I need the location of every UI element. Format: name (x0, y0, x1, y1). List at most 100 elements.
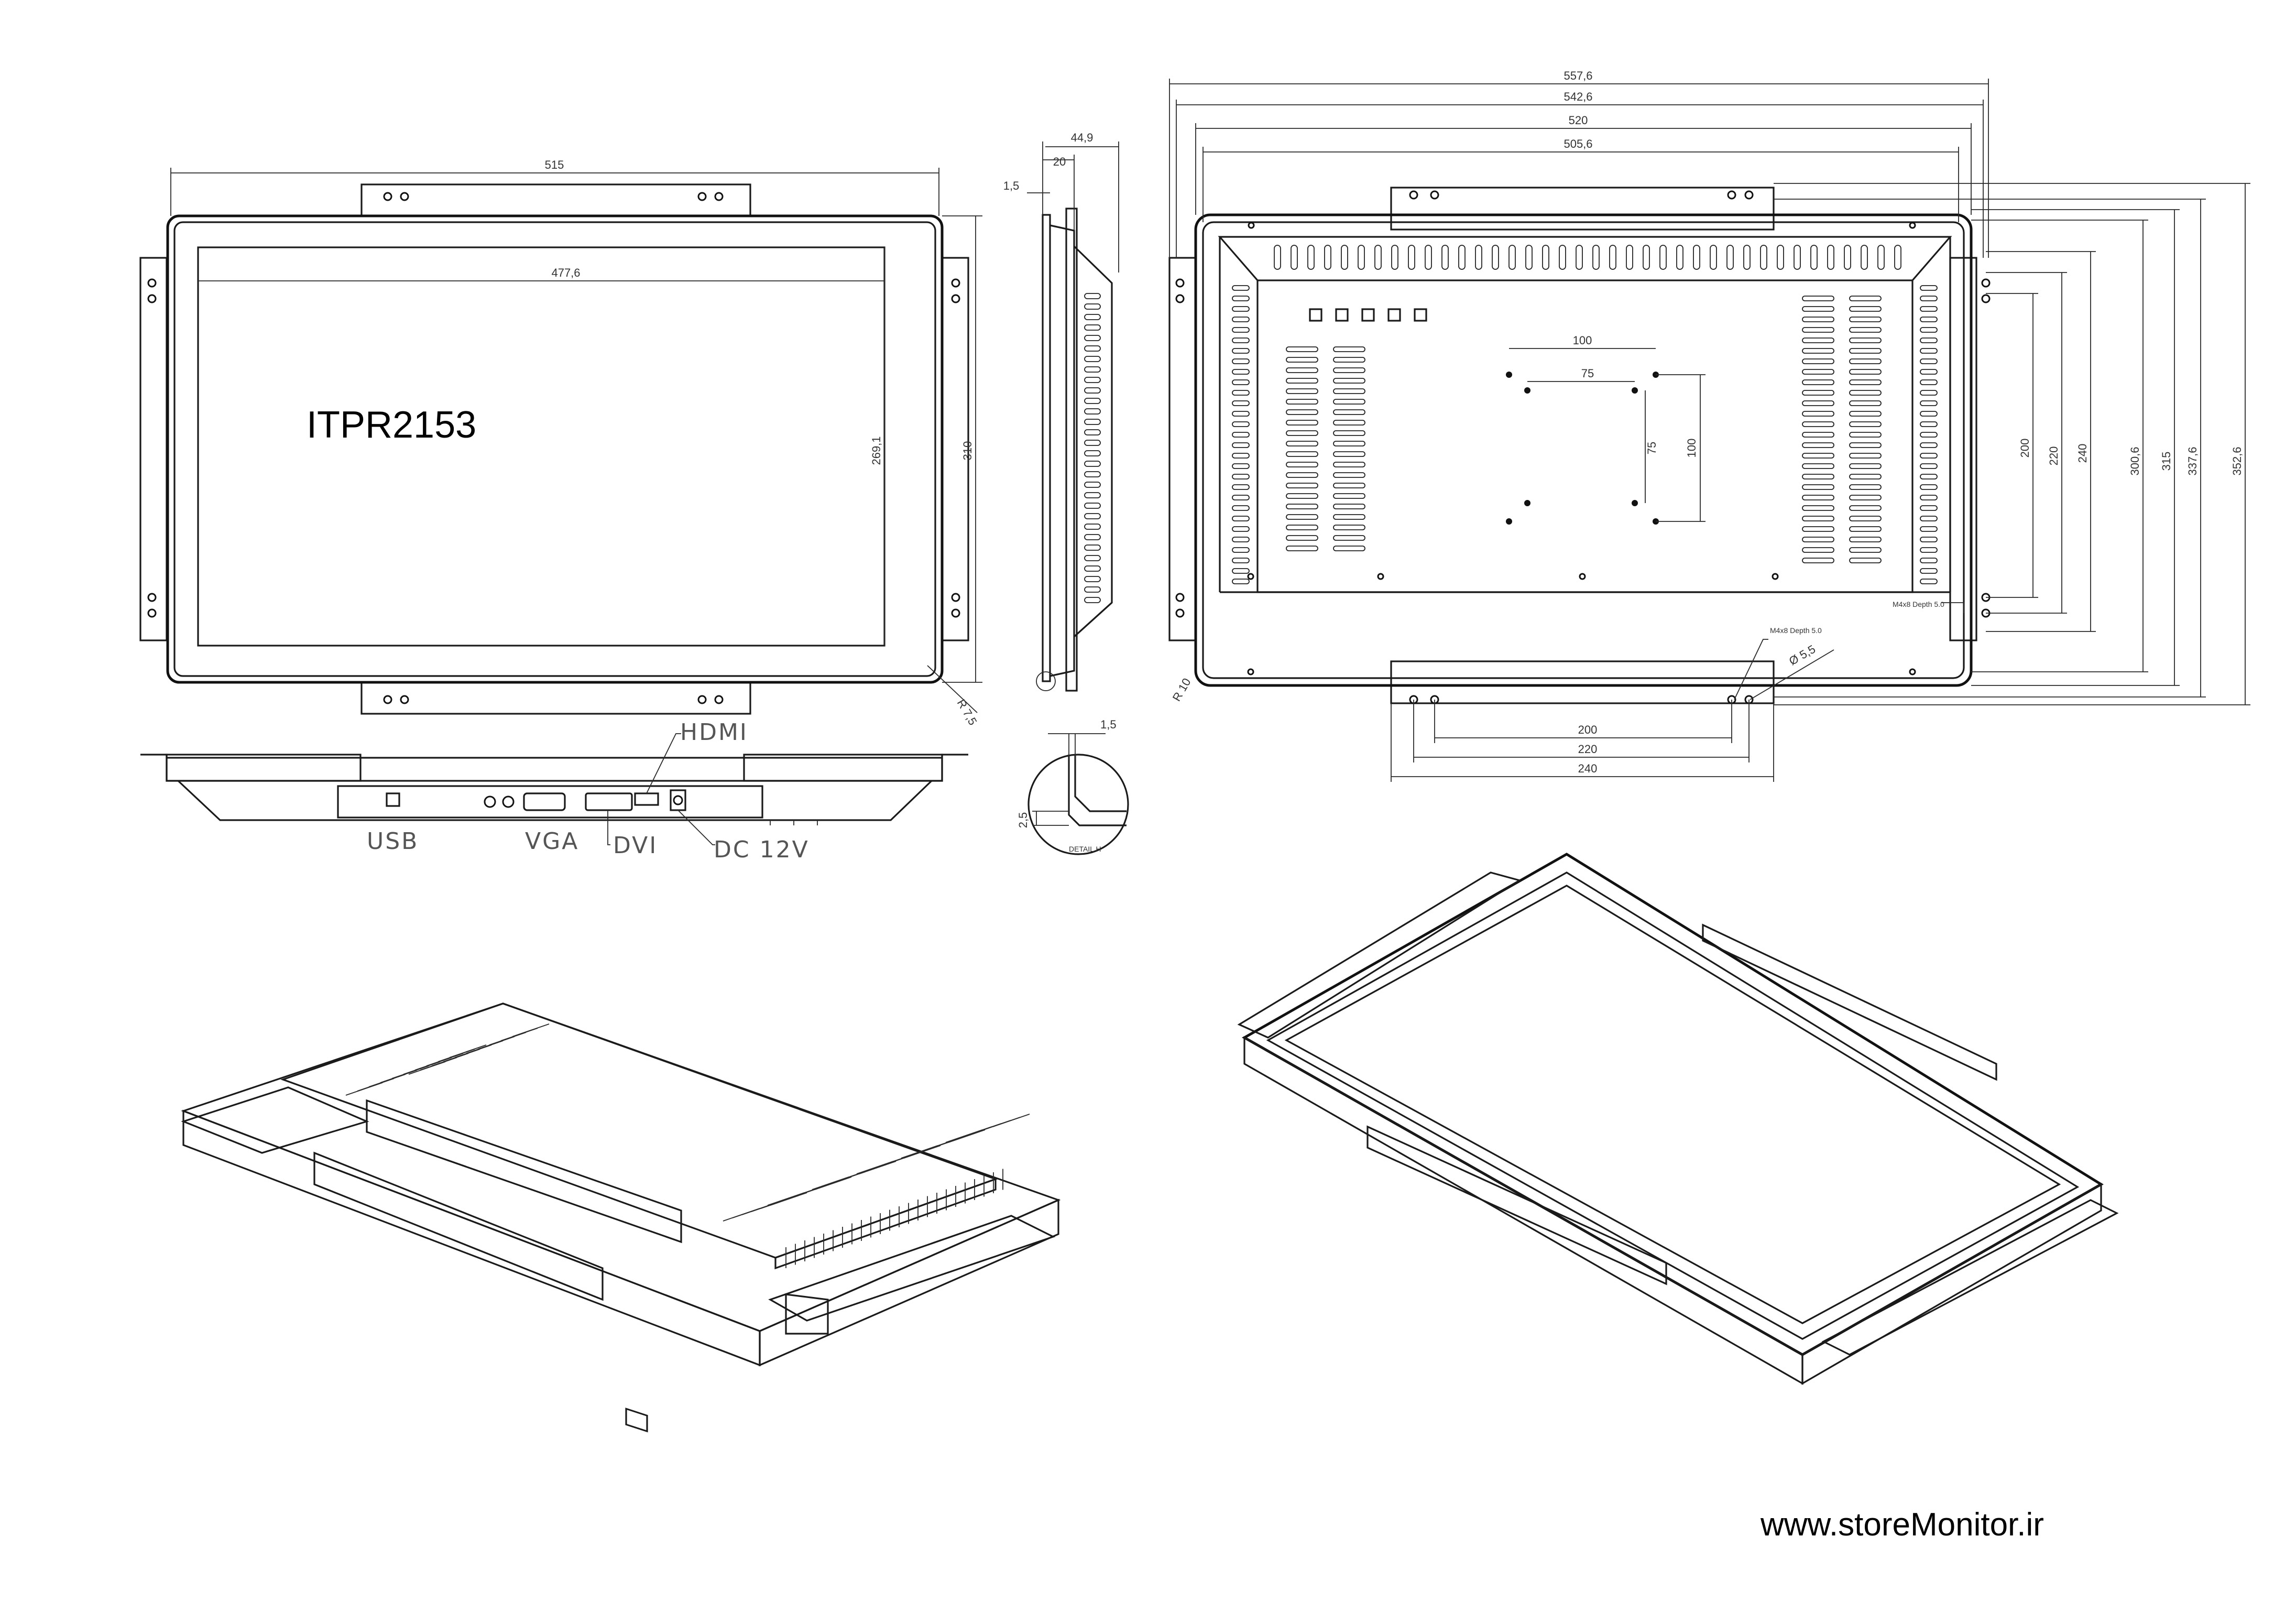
vent-slot (1232, 369, 1250, 375)
vent-slot (1920, 484, 1938, 490)
vent-slot (1802, 390, 1834, 396)
vent-slot (1920, 296, 1938, 301)
vent-slot (1920, 317, 1938, 322)
dim-overall-height: 310 (961, 441, 974, 461)
dim-bracket-240: 240 (1578, 762, 1598, 775)
vent-slot (1286, 346, 1318, 352)
control-button-icon (1361, 308, 1375, 322)
usb-port-icon (386, 792, 400, 807)
vent-slot (1849, 306, 1882, 312)
vent-slot (1084, 303, 1101, 310)
vent-slot (1920, 453, 1938, 459)
isometric-rear-view (181, 1002, 1061, 1433)
vent-slot (1084, 450, 1101, 456)
vent-slot (1324, 245, 1331, 270)
vent-slot (1274, 245, 1281, 270)
detail-label: DETAIL H (1069, 845, 1101, 853)
vent-slot (1802, 306, 1834, 312)
vent-slot (1802, 537, 1834, 542)
audio-jack-icon (502, 795, 515, 808)
dim-hole-diameter: Ø 5,5 (1787, 642, 1818, 668)
vent-slot (1084, 482, 1101, 488)
vent-slot (1920, 579, 1938, 584)
vent-slot (1802, 463, 1834, 469)
vent-slot (1802, 400, 1834, 406)
vent-slot (1333, 346, 1365, 352)
vent-slot (1849, 526, 1882, 532)
vent-slot (1920, 337, 1938, 343)
vent-slot (1810, 245, 1818, 270)
vent-slot (1286, 514, 1318, 520)
vent-slot (1849, 390, 1882, 396)
vent-slot (1333, 472, 1365, 478)
front-view (139, 168, 982, 715)
vent-slot (1920, 348, 1938, 354)
vent-slot (1920, 285, 1938, 291)
control-button-icon (1387, 308, 1401, 322)
vent-slot (1849, 547, 1882, 553)
vent-slot (1802, 505, 1834, 511)
vent-slot (1286, 535, 1318, 541)
dim-bracket-200: 200 (1578, 723, 1598, 736)
vent-slot (1849, 558, 1882, 563)
vent-slot (1286, 483, 1318, 488)
vent-slot (1084, 461, 1101, 467)
vent-slot (1232, 306, 1250, 312)
dim-width-557: 557,6 (1564, 69, 1592, 82)
vent-slot (1084, 377, 1101, 383)
vent-slot (1333, 483, 1365, 488)
vent-slot (1849, 400, 1882, 406)
vent-slot (1920, 526, 1938, 532)
dim-bracket-220: 220 (1578, 743, 1598, 756)
vent-slot (1802, 442, 1834, 448)
label-hdmi: HDMI (680, 719, 748, 746)
vent-slot (1333, 546, 1365, 551)
vent-slot (1374, 245, 1382, 270)
vent-slot (1232, 390, 1250, 396)
vent-slot (1920, 547, 1938, 553)
vent-slot (1333, 451, 1365, 457)
vent-slot (1475, 245, 1482, 270)
vent-slot (1232, 453, 1250, 459)
vent-slot (1286, 451, 1318, 457)
vent-slot (1084, 366, 1101, 373)
vent-slot (1849, 327, 1882, 333)
vent-slot (1286, 378, 1318, 384)
vent-slot (1849, 358, 1882, 364)
vent-slot (1232, 474, 1250, 479)
vent-slot (1084, 534, 1101, 540)
vent-slot (1232, 579, 1250, 584)
vent-slot (1232, 505, 1250, 511)
vent-slot (449, 1044, 487, 1058)
vent-slot (948, 1129, 986, 1143)
vent-slot (1849, 474, 1882, 479)
vent-slot (1084, 429, 1101, 435)
vent-slot (1726, 245, 1734, 270)
screw-note-right: M4x8 Depth 5.0 (1893, 600, 1944, 608)
vent-slot (1802, 547, 1834, 553)
vent-slot (1802, 495, 1834, 500)
vent-slot (1232, 547, 1250, 553)
isometric-vent-slots (345, 1023, 1030, 1268)
vent-slot (1084, 387, 1101, 394)
label-dc-12v: DC 12V (714, 836, 810, 863)
vent-slot (1849, 379, 1882, 385)
vent-slot (903, 1145, 941, 1159)
vent-slot (1920, 537, 1938, 542)
vent-slot (1232, 463, 1250, 469)
detail-h-view (1027, 733, 1129, 855)
dim-depth: 44,9 (1071, 131, 1094, 144)
dim-width-505: 505,6 (1564, 137, 1592, 150)
vent-slot (1286, 441, 1318, 446)
vent-slot (1920, 369, 1938, 375)
vent-slot (1084, 513, 1101, 519)
vent-slot (1643, 245, 1650, 270)
vent-slot (1232, 495, 1250, 500)
vent-slot (1084, 398, 1101, 404)
vent-slot (1802, 516, 1834, 521)
vent-slot (1920, 463, 1938, 469)
vent-slot (1802, 453, 1834, 459)
control-button-icon (1414, 308, 1427, 322)
dim-height-337: 337,6 (2186, 446, 2199, 475)
hdmi-port-icon (634, 792, 659, 806)
